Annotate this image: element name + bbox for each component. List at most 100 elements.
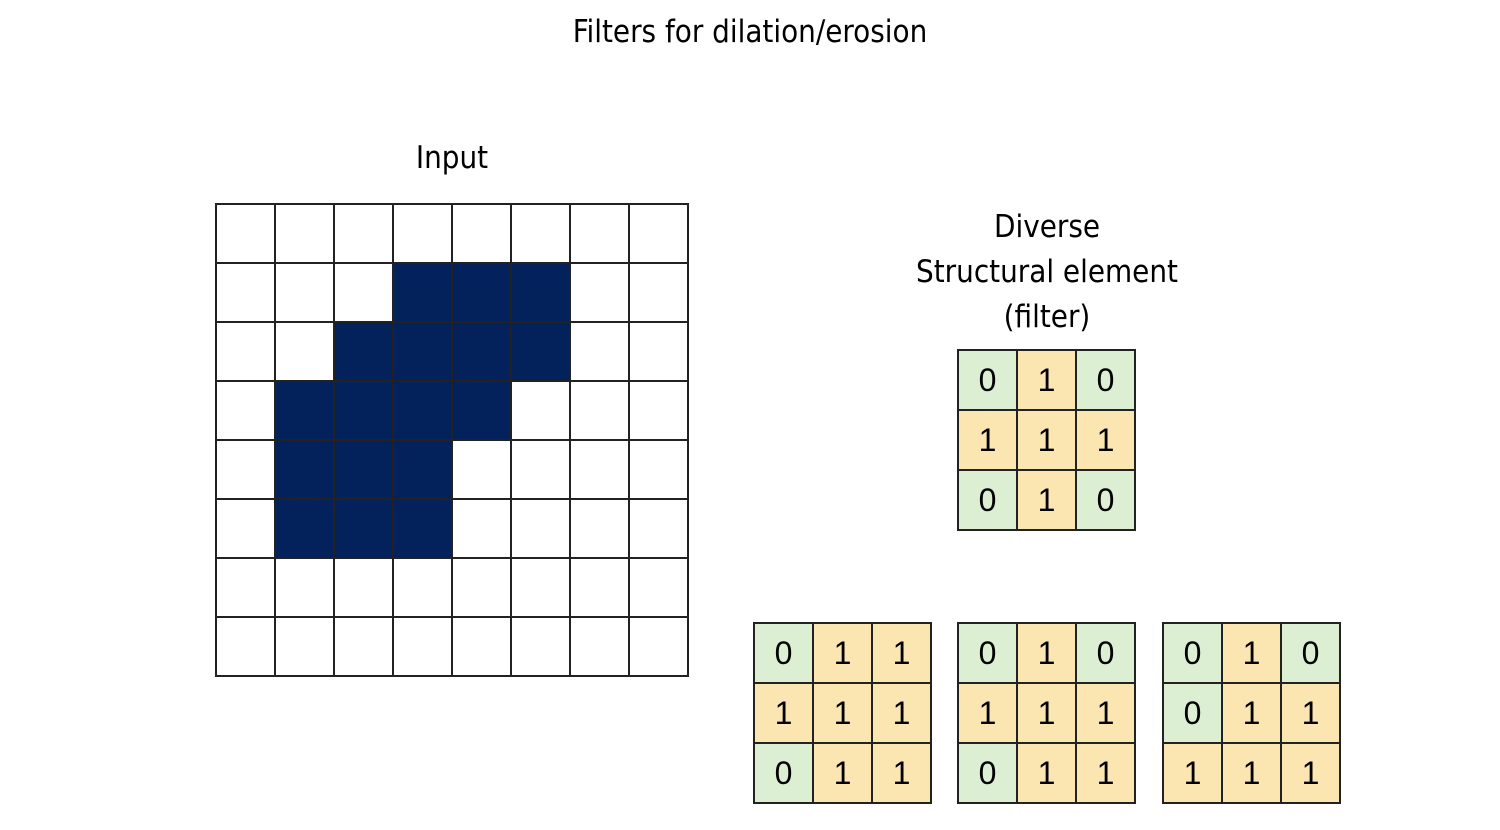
- input-cell-filled: [276, 441, 335, 500]
- filter-caption-line: Diverse: [993, 209, 1101, 245]
- kernel-cell: 0: [1164, 624, 1223, 684]
- kernel-cell: 1: [873, 744, 932, 804]
- input-cell-empty: [217, 559, 276, 618]
- kernel-cell: 1: [1223, 684, 1282, 744]
- input-cell-empty: [630, 559, 689, 618]
- input-cell-filled: [394, 500, 453, 559]
- filter-caption: Diverse Structural element (filter): [847, 205, 1247, 340]
- kernel-cell: 0: [959, 744, 1018, 804]
- kernel-cell: 1: [959, 411, 1018, 471]
- kernel-cell: 0: [1077, 624, 1136, 684]
- input-cell-empty: [453, 205, 512, 264]
- input-cell-empty: [571, 559, 630, 618]
- filter-caption-line: (filter): [1003, 299, 1091, 335]
- input-cell-empty: [630, 323, 689, 382]
- input-cell-filled: [453, 264, 512, 323]
- kernel-cell: 1: [873, 684, 932, 744]
- diagram-title: Filters for dilation/erosion: [572, 14, 928, 50]
- input-cell-filled: [453, 323, 512, 382]
- input-cell-empty: [512, 382, 571, 441]
- kernel-cell: 1: [873, 624, 932, 684]
- kernel-cell: 1: [814, 684, 873, 744]
- input-cell-empty: [630, 441, 689, 500]
- input-cell-empty: [394, 618, 453, 677]
- kernel-cell: 1: [1282, 744, 1341, 804]
- input-cell-empty: [453, 559, 512, 618]
- kernel-cell: 0: [1164, 684, 1223, 744]
- kernel-cell: 1: [1223, 744, 1282, 804]
- input-cell-empty: [335, 618, 394, 677]
- kernel-cell: 1: [1018, 471, 1077, 531]
- input-cell-empty: [630, 382, 689, 441]
- input-cell-filled: [335, 382, 394, 441]
- kernel-cell: 1: [959, 684, 1018, 744]
- input-cell-empty: [571, 441, 630, 500]
- input-cell-empty: [217, 323, 276, 382]
- input-cell-empty: [571, 382, 630, 441]
- input-cell-empty: [512, 618, 571, 677]
- input-cell-filled: [394, 382, 453, 441]
- input-cell-filled: [453, 382, 512, 441]
- input-cell-empty: [335, 559, 394, 618]
- input-cell-filled: [512, 323, 571, 382]
- input-cell-empty: [276, 559, 335, 618]
- input-cell-empty: [276, 205, 335, 264]
- kernel-cell: 1: [1282, 684, 1341, 744]
- input-grid: [215, 203, 689, 677]
- kernel-cell: 0: [959, 351, 1018, 411]
- input-cell-empty: [217, 382, 276, 441]
- input-cell-empty: [453, 441, 512, 500]
- kernel-cell: 1: [1077, 744, 1136, 804]
- kernel-cell: 1: [1018, 684, 1077, 744]
- kernel-cell: 1: [1164, 744, 1223, 804]
- input-cell-empty: [571, 500, 630, 559]
- input-cell-empty: [571, 323, 630, 382]
- input-cell-empty: [630, 205, 689, 264]
- input-cell-empty: [512, 441, 571, 500]
- input-cell-filled: [512, 264, 571, 323]
- input-cell-empty: [217, 264, 276, 323]
- input-cell-filled: [276, 500, 335, 559]
- kernel-cell: 1: [1018, 351, 1077, 411]
- input-cell-empty: [217, 500, 276, 559]
- kernel-cell: 0: [959, 624, 1018, 684]
- input-cell-empty: [335, 264, 394, 323]
- input-cell-filled: [394, 264, 453, 323]
- input-cell-empty: [630, 264, 689, 323]
- input-cell-empty: [512, 205, 571, 264]
- input-cell-filled: [335, 500, 394, 559]
- kernel-cell: 1: [755, 684, 814, 744]
- kernel-cell: 1: [1018, 744, 1077, 804]
- kernel-cell: 1: [814, 624, 873, 684]
- input-label: Input: [415, 140, 489, 176]
- input-cell-empty: [512, 559, 571, 618]
- kernel-cell: 1: [1018, 624, 1077, 684]
- input-cell-filled: [394, 323, 453, 382]
- input-cell-empty: [512, 500, 571, 559]
- kernel-cell: 0: [755, 624, 814, 684]
- filter-caption-line: Structural element: [916, 254, 1178, 290]
- kernel-cell: 0: [1077, 471, 1136, 531]
- input-cell-empty: [276, 264, 335, 323]
- kernel-cell: 1: [814, 744, 873, 804]
- input-cell-empty: [571, 205, 630, 264]
- input-cell-empty: [217, 441, 276, 500]
- input-cell-filled: [335, 441, 394, 500]
- input-cell-filled: [276, 382, 335, 441]
- kernel-cell: 1: [1018, 411, 1077, 471]
- kernel-cell: 1: [1077, 684, 1136, 744]
- input-cell-empty: [394, 205, 453, 264]
- kernel-cell: 0: [959, 471, 1018, 531]
- input-cell-empty: [217, 205, 276, 264]
- input-cell-empty: [217, 618, 276, 677]
- input-cell-empty: [394, 559, 453, 618]
- input-cell-empty: [571, 618, 630, 677]
- input-cell-empty: [571, 264, 630, 323]
- input-cell-empty: [453, 500, 512, 559]
- input-cell-empty: [453, 618, 512, 677]
- kernel-cell: 0: [755, 744, 814, 804]
